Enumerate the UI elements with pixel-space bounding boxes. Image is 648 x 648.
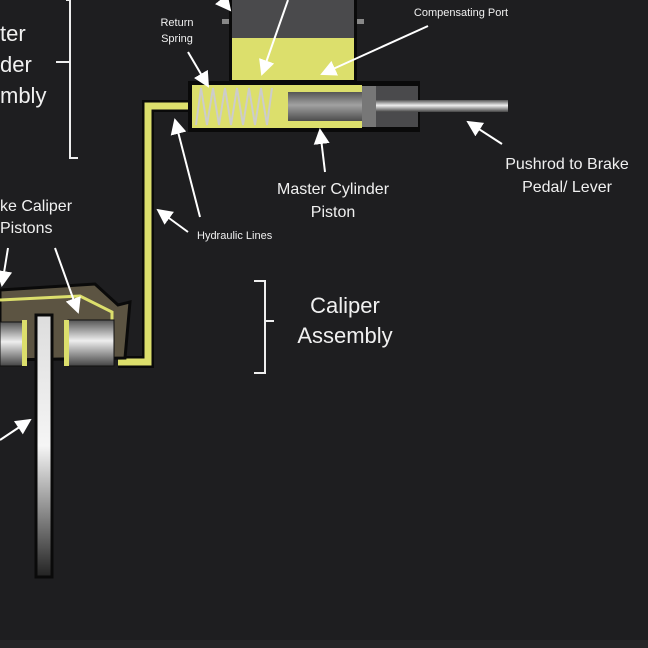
pushrod-label-1: Pushrod to Brake (505, 156, 629, 173)
master-assembly-bracket (56, 0, 78, 159)
master-assembly-label-1: ter (0, 21, 26, 46)
caliper-assembly-label-2: Assembly (297, 323, 392, 348)
caliper-pistons-label-1: ke Caliper (0, 198, 73, 215)
master-cylinder (188, 81, 508, 132)
master-piston-label-2: Piston (311, 204, 355, 221)
caliper-assembly-bracket (254, 280, 274, 374)
master-assembly-label-2: der (0, 52, 32, 77)
pointer-arrows (0, 0, 503, 441)
return-spring-label-2: Spring (161, 33, 193, 45)
return-spring-label-1: Return (160, 17, 193, 29)
caliper (0, 282, 132, 579)
master-assembly-label-3: mbly (0, 83, 46, 108)
rotor (34, 313, 54, 579)
pushrod-label-2: Pedal/ Lever (522, 179, 613, 196)
master-piston-label-1: Master Cylinder (277, 181, 390, 198)
hydraulic-lines-label: Hydraulic Lines (197, 230, 273, 242)
bottom-strip (0, 640, 648, 648)
caliper-pistons-label-2: Pistons (0, 220, 52, 237)
caliper-assembly-label-1: Caliper (310, 293, 380, 318)
return-spring (195, 87, 273, 126)
compensating-port-label: Compensating Port (414, 7, 508, 19)
pushrod (376, 100, 508, 112)
reservoir (222, 0, 364, 84)
